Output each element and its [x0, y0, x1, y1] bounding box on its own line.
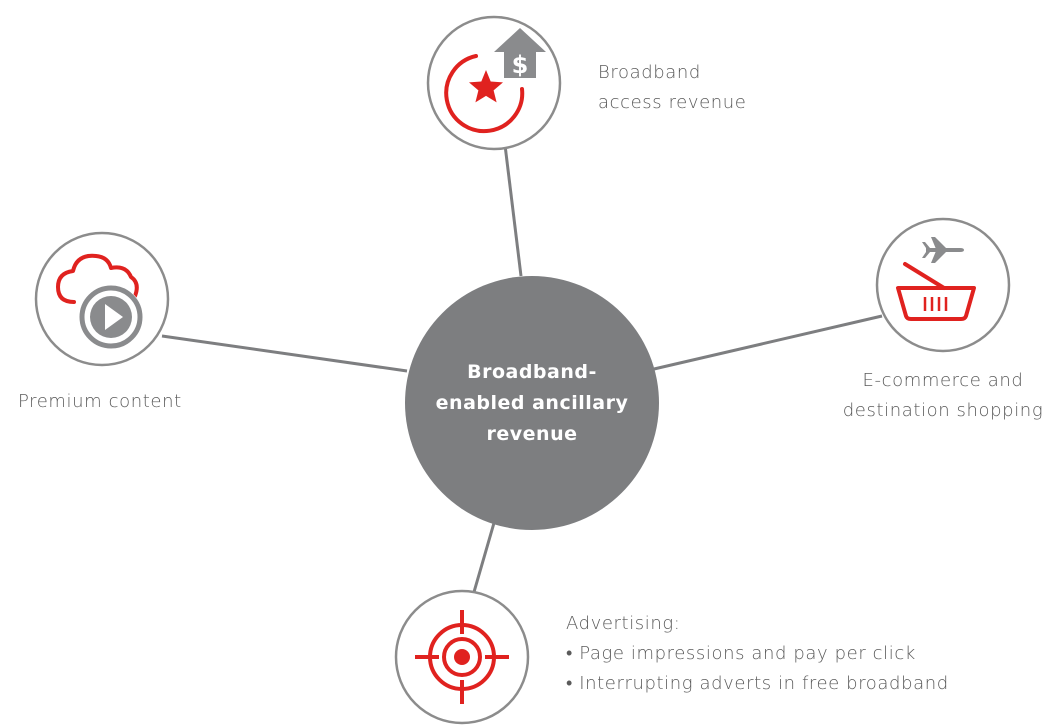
airplane-icon [922, 237, 964, 263]
access-label-line-1: Broadband [598, 62, 701, 83]
connector-ecommerce [653, 314, 883, 371]
cloud-play-icon [56, 253, 143, 349]
hub-label-line-2: enabled ancillary [435, 391, 629, 414]
ecommerce-label-line-1: E-commerce and [862, 370, 1024, 391]
advertising-bullet-2: • Interrupting adverts in free broadband [566, 673, 949, 694]
hub-circle [405, 276, 659, 530]
cloud-icon [56, 253, 139, 304]
connectors [161, 144, 883, 593]
premium-label: Premium content [18, 387, 182, 417]
basket-icon [896, 262, 976, 321]
node-ring-ecommerce [875, 217, 1011, 353]
dollar-arrow-star-icon: $ [444, 28, 546, 134]
connector-access [503, 144, 523, 277]
advertising-title: Advertising: [566, 613, 681, 634]
advertising-bullet-1: • Page impressions and pay per click [566, 643, 916, 664]
node-access: $ [426, 15, 562, 151]
advertising-label: Advertising: • Page impressions and pay … [566, 609, 949, 699]
ecommerce-label-line-2: destination shopping [842, 400, 1044, 421]
svg-text:$: $ [512, 51, 529, 79]
node-premium [34, 231, 170, 367]
target-icon [415, 610, 509, 704]
hub-label-line-1: Broadband- [467, 360, 597, 383]
hub-label-line-3: revenue [486, 422, 578, 445]
access-label: Broadband access revenue [598, 58, 746, 118]
play-icon [105, 304, 123, 330]
ecommerce-label: E-commerce and destination shopping [828, 366, 1058, 426]
connector-advertising [472, 515, 498, 593]
node-advertising [394, 589, 530, 725]
connector-premium [161, 334, 408, 373]
airplane-basket-icon [896, 237, 976, 321]
access-label-line-2: access revenue [598, 92, 747, 113]
premium-label-line-1: Premium content [18, 391, 182, 412]
hub-label: Broadband- enabled ancillary revenue [405, 276, 659, 530]
node-ecommerce [875, 217, 1011, 353]
